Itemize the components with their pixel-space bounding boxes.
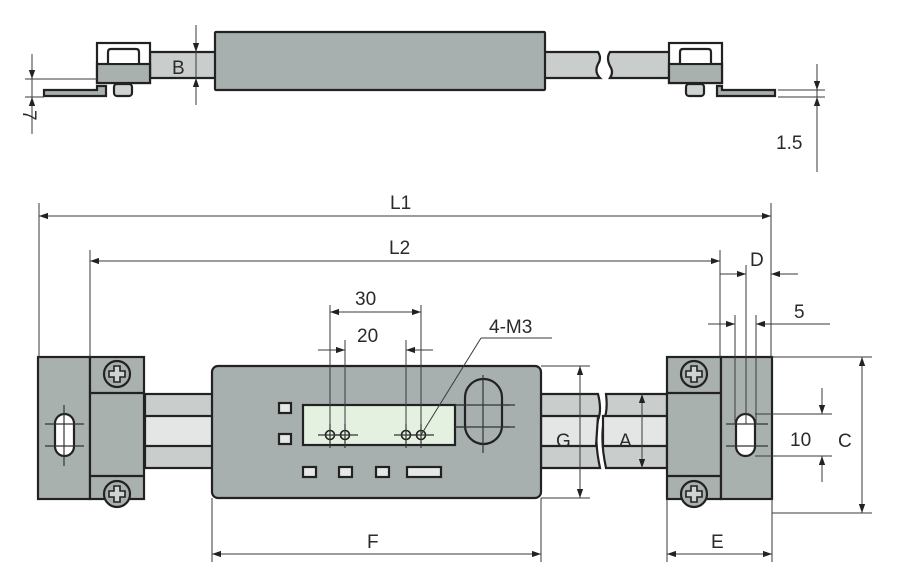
dimension-label-L1: L1 [390, 193, 411, 214]
side-view-right-clamp [667, 41, 777, 98]
dimension-A: A [619, 394, 646, 468]
dimension-label-E: E [711, 532, 724, 553]
indicator-led [277, 401, 293, 415]
button [405, 465, 443, 479]
dimension-label-20: 20 [357, 326, 378, 347]
screw-icon [679, 479, 709, 509]
dimension-label-1-5: 1.5 [776, 133, 802, 154]
side-view-left-clamp [42, 41, 152, 98]
dimension-label-F: F [367, 532, 379, 553]
dimension-label-30: 30 [355, 289, 376, 310]
button [337, 465, 354, 479]
dimension-F: F [211, 498, 542, 562]
screw-icon [679, 359, 709, 389]
front-view-right-clamp [665, 355, 774, 509]
dimension-1-5: 1.5 [776, 64, 825, 172]
dimension-5: 5 [708, 302, 830, 424]
side-view: B 7 1.5 [18, 25, 825, 172]
dimension-G: G [541, 365, 590, 499]
mounting-holes [318, 424, 434, 448]
dimension-label-5: 5 [794, 302, 805, 323]
dimension-E: E [666, 499, 773, 562]
display-window [301, 403, 457, 447]
dimension-7: 7 [18, 54, 97, 134]
hole-icon [410, 424, 434, 448]
front-view-rail [143, 392, 669, 470]
dimension-20: 20 [318, 326, 433, 424]
dimension-L1: L1 [38, 193, 772, 357]
front-view-body [210, 364, 543, 500]
dimension-B: B [172, 25, 200, 105]
dimension-L2: L2 [89, 238, 721, 357]
indicator-led [277, 432, 293, 446]
hole-callout: 4-M3 [420, 317, 552, 436]
dimension-label-A: A [619, 431, 632, 452]
dimension-label-D: D [750, 250, 764, 271]
dimension-label-G: G [556, 431, 571, 452]
dimension-label-10: 10 [790, 430, 811, 451]
hole-icon [334, 424, 358, 448]
dimension-label-7: 7 [18, 110, 39, 121]
dimension-C: C [772, 356, 872, 514]
dimension-30: 30 [329, 289, 422, 424]
screw-icon [102, 359, 132, 389]
dimension-label-L2: L2 [389, 238, 410, 259]
button [374, 465, 391, 479]
button [301, 465, 318, 479]
dimension-label-C: C [838, 431, 852, 452]
side-view-body [213, 30, 547, 92]
dimension-D: D [720, 250, 798, 424]
front-view: L1 L2 D 5 30 [36, 193, 872, 562]
front-view-left-clamp [36, 355, 146, 509]
dimension-label-B: B [172, 58, 185, 79]
hole-callout-label: 4-M3 [489, 317, 532, 338]
screw-icon [102, 479, 132, 509]
dimension-10: 10 [755, 388, 832, 482]
